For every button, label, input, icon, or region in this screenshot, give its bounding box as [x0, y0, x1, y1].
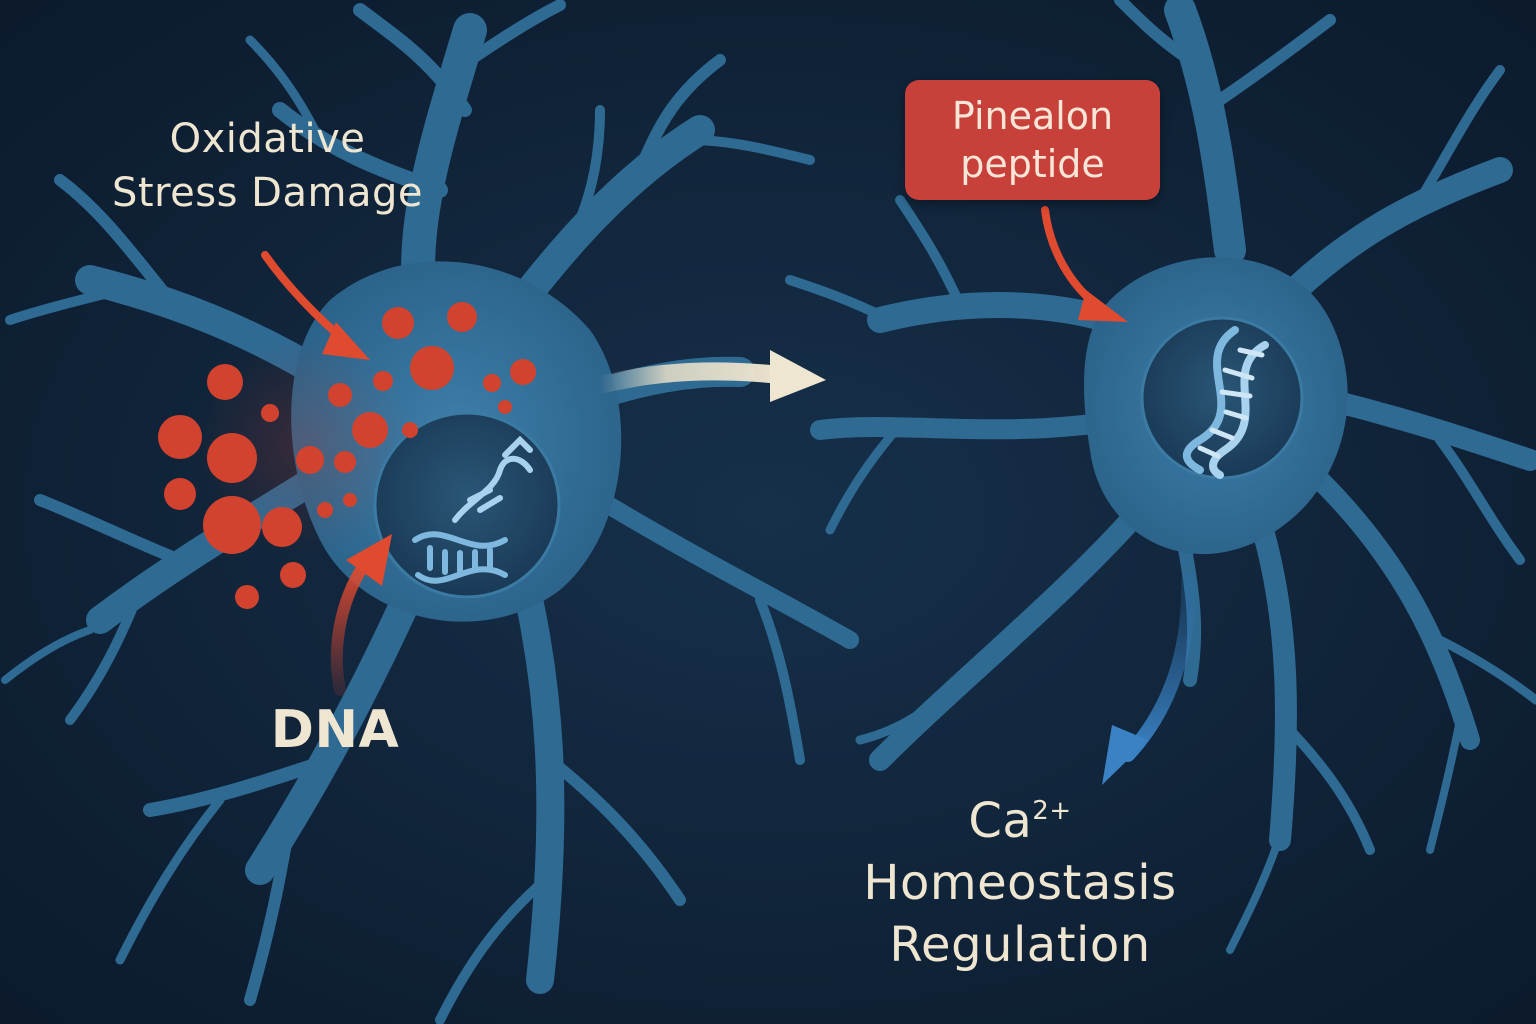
oxidative-damage-dot — [296, 454, 308, 466]
dna-helix-icon — [1182, 326, 1269, 479]
pinealon-line-1: Pinealon — [951, 94, 1114, 138]
oxidative-haze — [195, 335, 415, 555]
oxidative-damage-dot — [483, 374, 501, 392]
oxidative-damage-dot — [402, 422, 418, 438]
calcium-ion: Ca2+ — [820, 780, 1220, 852]
oxidative-damage-dot — [373, 371, 393, 391]
calcium-homeostasis-label: Ca2+ Homeostasis Regulation — [820, 780, 1220, 976]
oxidative-damage-dot — [164, 478, 196, 510]
oxidative-damage-dot — [261, 404, 279, 422]
healthy-neuron-soma — [1084, 257, 1348, 555]
oxidative-damage-dot — [207, 364, 243, 400]
oxidative-damage-dot — [203, 496, 261, 554]
dna-label: DNA — [270, 700, 400, 760]
dna-damaged-icon — [412, 435, 533, 584]
damaged-neuron-soma — [195, 261, 622, 622]
oxidative-stress-label: Oxidative Stress Damage — [95, 112, 440, 220]
oxidative-arrow — [261, 251, 370, 360]
oxidative-damage-dot — [207, 433, 257, 483]
oxidative-damage-dot — [410, 346, 454, 390]
calcium-line-2: Regulation — [889, 917, 1151, 973]
oxidative-stress-line-1: Oxidative — [169, 116, 366, 162]
calcium-arrow — [1102, 573, 1196, 785]
dna-arrow — [330, 534, 392, 696]
oxidative-damage-dot — [498, 400, 512, 414]
oxidative-stress-line-2: Stress Damage — [112, 170, 423, 216]
calcium-line-1: Homeostasis — [863, 855, 1177, 911]
oxidative-damage-dot — [343, 493, 357, 507]
oxidative-damage-dot — [328, 383, 352, 407]
calcium-charge: 2+ — [1032, 796, 1072, 826]
oxidative-damage-dot — [235, 585, 259, 609]
pinealon-arrow — [1041, 206, 1128, 322]
oxidative-damage-dot — [317, 502, 333, 518]
oxidative-damage-dots — [158, 302, 536, 609]
oxidative-damage-dot — [158, 415, 202, 459]
oxidative-damage-dot — [447, 302, 477, 332]
oxidative-damage-dot — [510, 359, 536, 385]
pinealon-peptide-box: Pinealon peptide — [905, 80, 1160, 200]
oxidative-damage-dot — [334, 451, 356, 473]
oxidative-damage-dot — [296, 446, 324, 474]
oxidative-damage-dot — [280, 562, 306, 588]
oxidative-damage-dot — [262, 507, 302, 547]
oxidative-damage-dot — [352, 412, 388, 448]
progression-arrow — [591, 350, 826, 402]
oxidative-damage-dot — [382, 307, 414, 339]
calcium-symbol: Ca — [968, 793, 1033, 849]
pinealon-line-2: peptide — [960, 142, 1105, 186]
